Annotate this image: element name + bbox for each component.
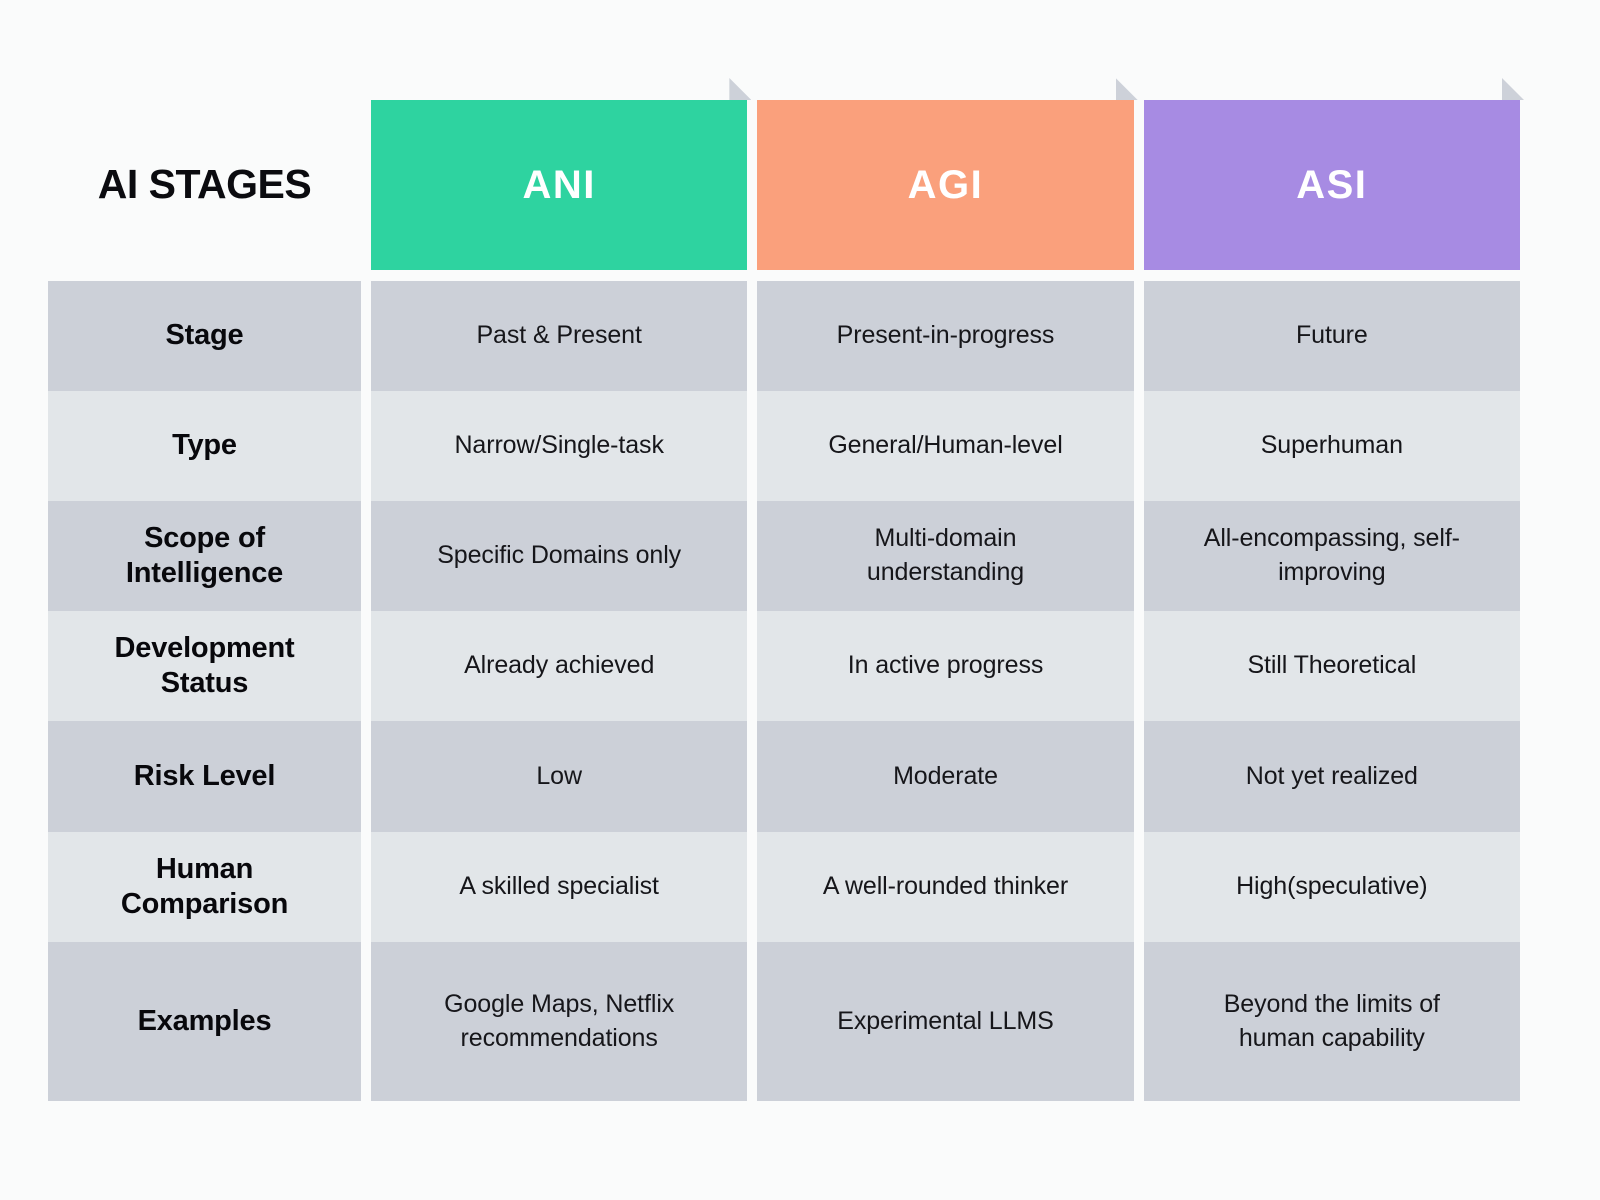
table-cell-agi: A well-rounded thinker [757,832,1134,942]
cell-value-text: Moderate [893,761,998,790]
cell-value-text: Google Maps, Netflix recommendations [444,989,675,1052]
table-cell-agi: In active progress [757,611,1134,721]
table-cell-asi: Future [1143,281,1520,391]
table-cell-ani: Specific Domains only [371,501,748,611]
row-label-text: Stage [165,319,244,352]
row-label-text: Risk Level [133,759,276,792]
cell-value-text: Narrow/Single-task [454,431,664,460]
cell-value-text: Future [1295,321,1368,350]
row-label: Stage [48,281,361,391]
cell-value-text: Experimental LLMS [837,1006,1054,1035]
column-header-asi-label: ASI [1296,162,1368,207]
row-label-text: Human Comparison [120,852,289,920]
cell-value-text: High(speculative) [1236,872,1428,901]
cell-value-text: A well-rounded thinker [822,872,1069,901]
table-cell-ani: A skilled specialist [371,832,748,942]
table-cell-ani: Narrow/Single-task [371,391,748,501]
cell-value-text: Already achieved [464,651,655,680]
table-header-row: AI STAGES ANI AGI ASI [48,78,1524,270]
row-label-text: Scope of Intelligence [125,521,284,589]
cell-value-text: Beyond the limits of human capability [1223,989,1440,1052]
cell-value-text: In active progress [847,651,1044,680]
page-fold-corner-icon [729,78,752,100]
table-cell-agi: General/Human-level [757,391,1134,501]
cell-value-text: Superhuman [1260,431,1403,460]
table-title-cell: AI STAGES [48,100,361,270]
table-cell-asi: Beyond the limits of human capability [1143,942,1520,1101]
row-label: Examples [48,942,361,1101]
page-title: AI STAGES [97,161,312,208]
row-label: Scope of Intelligence [48,501,361,611]
row-label-text: Type [172,429,237,462]
cell-value-text: Specific Domains only [437,541,682,570]
table-cell-ani: Google Maps, Netflix recommendations [371,942,748,1101]
row-label-text: Examples [137,1004,272,1037]
table-cell-asi: High(speculative) [1143,832,1520,942]
cell-value-text: Still Theoretical [1247,651,1417,680]
cell-value-text: A skilled specialist [459,872,659,901]
cell-value-text: All-encompassing, self- improving [1203,524,1460,586]
cell-value-text: Low [536,761,582,790]
table-cell-agi: Moderate [757,721,1134,832]
cell-value-text: Not yet realized [1245,761,1418,790]
table-cell-ani: Past & Present [371,281,748,391]
page-fold-corner-icon [1501,78,1524,100]
column-header-agi-label: AGI [907,162,984,207]
row-label: Human Comparison [48,832,361,942]
row-label: Development Status [48,611,361,721]
row-label: Risk Level [48,721,361,832]
table-cell-asi: Superhuman [1143,391,1520,501]
cell-value-text: Present-in-progress [836,321,1055,350]
cell-value-text: General/Human-level [828,431,1063,460]
table-cell-asi: All-encompassing, self- improving [1143,501,1520,611]
column-header-ani-label: ANI [522,162,596,207]
table-cell-ani: Already achieved [371,611,748,721]
page-fold-corner-icon [1115,78,1138,100]
row-label: Type [48,391,361,501]
table-cell-agi: Multi-domain understanding [757,501,1134,611]
table-cell-agi: Experimental LLMS [757,942,1134,1101]
column-header-agi[interactable]: AGI [757,78,1138,270]
column-header-ani[interactable]: ANI [371,78,752,270]
cell-value-text: Multi-domain understanding [866,524,1025,586]
column-header-asi[interactable]: ASI [1143,78,1524,270]
cell-value-text: Past & Present [476,321,642,350]
table-cell-asi: Not yet realized [1143,721,1520,832]
row-label-text: Development Status [114,631,295,699]
table-cell-asi: Still Theoretical [1143,611,1520,721]
table-cell-agi: Present-in-progress [757,281,1134,391]
table-cell-ani: Low [371,721,748,832]
